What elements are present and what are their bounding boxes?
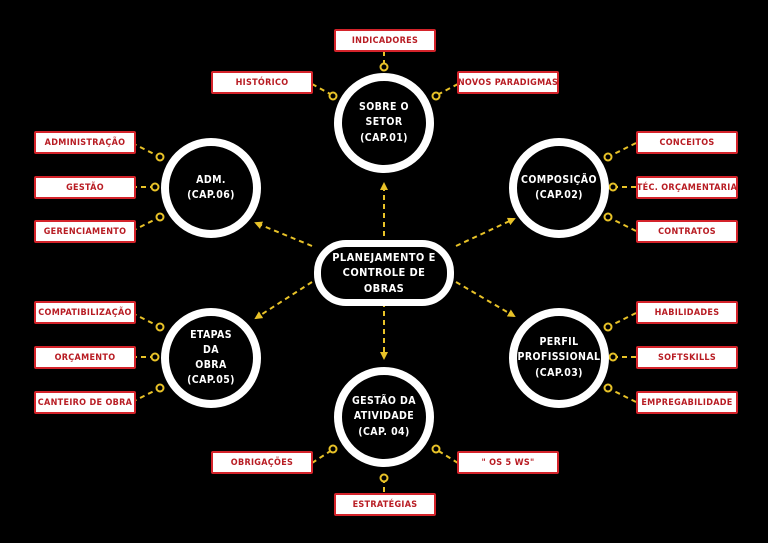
link-os-5-ws <box>436 449 459 464</box>
link-empregabilidade <box>609 388 637 403</box>
arrow-to-etapas <box>254 281 313 320</box>
tag-historico: HISTÓRICO <box>211 71 313 94</box>
connector-dot <box>379 62 389 72</box>
connector-dot <box>603 152 613 162</box>
tag-habilidades: HABILIDADES <box>636 301 738 324</box>
node-etapas-da-obra: ETAPAS DA OBRA (CAP.05) <box>161 308 261 408</box>
connector-dot <box>150 182 160 192</box>
tag-novos-paradigmas: NOVOS PARADIGMAS <box>457 71 559 94</box>
tag-tec-orcamentaria: TÉC. ORÇAMENTARIA <box>636 176 738 199</box>
connector-dot <box>328 91 338 101</box>
connector-dot <box>603 322 613 332</box>
link-canteiro <box>131 388 159 403</box>
connector-dot <box>603 383 613 393</box>
tag-canteiro-de-obra: CANTEIRO DE OBRA <box>34 391 136 414</box>
tag-gerenciamento: GERENCIAMENTO <box>34 220 136 243</box>
connector-dot <box>155 212 165 222</box>
node-composicao: COMPOSIÇÃO (CAP.02) <box>509 138 609 238</box>
arrow-to-adm <box>254 221 313 247</box>
link-compatibilizacao <box>131 312 159 327</box>
link-habilidades <box>609 312 637 327</box>
link-gerenciamento <box>131 217 159 232</box>
tag-os-5-ws: " OS 5 WS" <box>457 451 559 474</box>
link-obrigacoes <box>311 449 333 464</box>
tag-orcamento: ORÇAMENTO <box>34 346 136 369</box>
tag-empregabilidade: EMPREGABILIDADE <box>636 391 738 414</box>
connector-dot <box>431 91 441 101</box>
node-sobre-o-setor: SOBRE O SETOR (CAP.01) <box>334 73 434 173</box>
connector-dot <box>431 444 441 454</box>
tag-indicadores: INDICADORES <box>334 29 436 52</box>
tag-obrigacoes: OBRIGAÇÕES <box>211 451 313 474</box>
tag-estrategias: ESTRATÉGIAS <box>334 493 436 516</box>
link-contratos <box>609 217 637 232</box>
node-gestao-da-atividade: GESTÃO DA ATIVIDADE (CAP. 04) <box>334 367 434 467</box>
arrow-to-composicao <box>455 217 516 247</box>
link-historico <box>311 83 333 96</box>
link-conceitos <box>609 142 637 157</box>
arrow-to-perfil <box>455 281 516 318</box>
link-novos-paradigmas <box>436 83 459 96</box>
connector-dot <box>603 212 613 222</box>
connector-dot <box>328 444 338 454</box>
connector-dot <box>155 152 165 162</box>
tag-administracao: ADMINISTRAÇÃO <box>34 131 136 154</box>
link-administracao <box>131 142 159 157</box>
tag-gestao: GESTÃO <box>34 176 136 199</box>
node-perfil-profissional: PERFIL PROFISSIONAL (CAP.03) <box>509 308 609 408</box>
central-topic: PLANEJAMENTO E CONTROLE DE OBRAS <box>314 240 454 306</box>
connector-dot <box>155 322 165 332</box>
connector-dot <box>379 473 389 483</box>
tag-contratos: CONTRATOS <box>636 220 738 243</box>
node-adm: ADM. (CAP.06) <box>161 138 261 238</box>
tag-softskills: SOFTSKILLS <box>636 346 738 369</box>
tag-conceitos: CONCEITOS <box>636 131 738 154</box>
connector-dot <box>608 182 618 192</box>
connector-dot <box>150 352 160 362</box>
connector-dot <box>608 352 618 362</box>
connector-dot <box>155 383 165 393</box>
tag-compatibilizacao: COMPATIBILIZAÇÃO <box>34 301 136 324</box>
